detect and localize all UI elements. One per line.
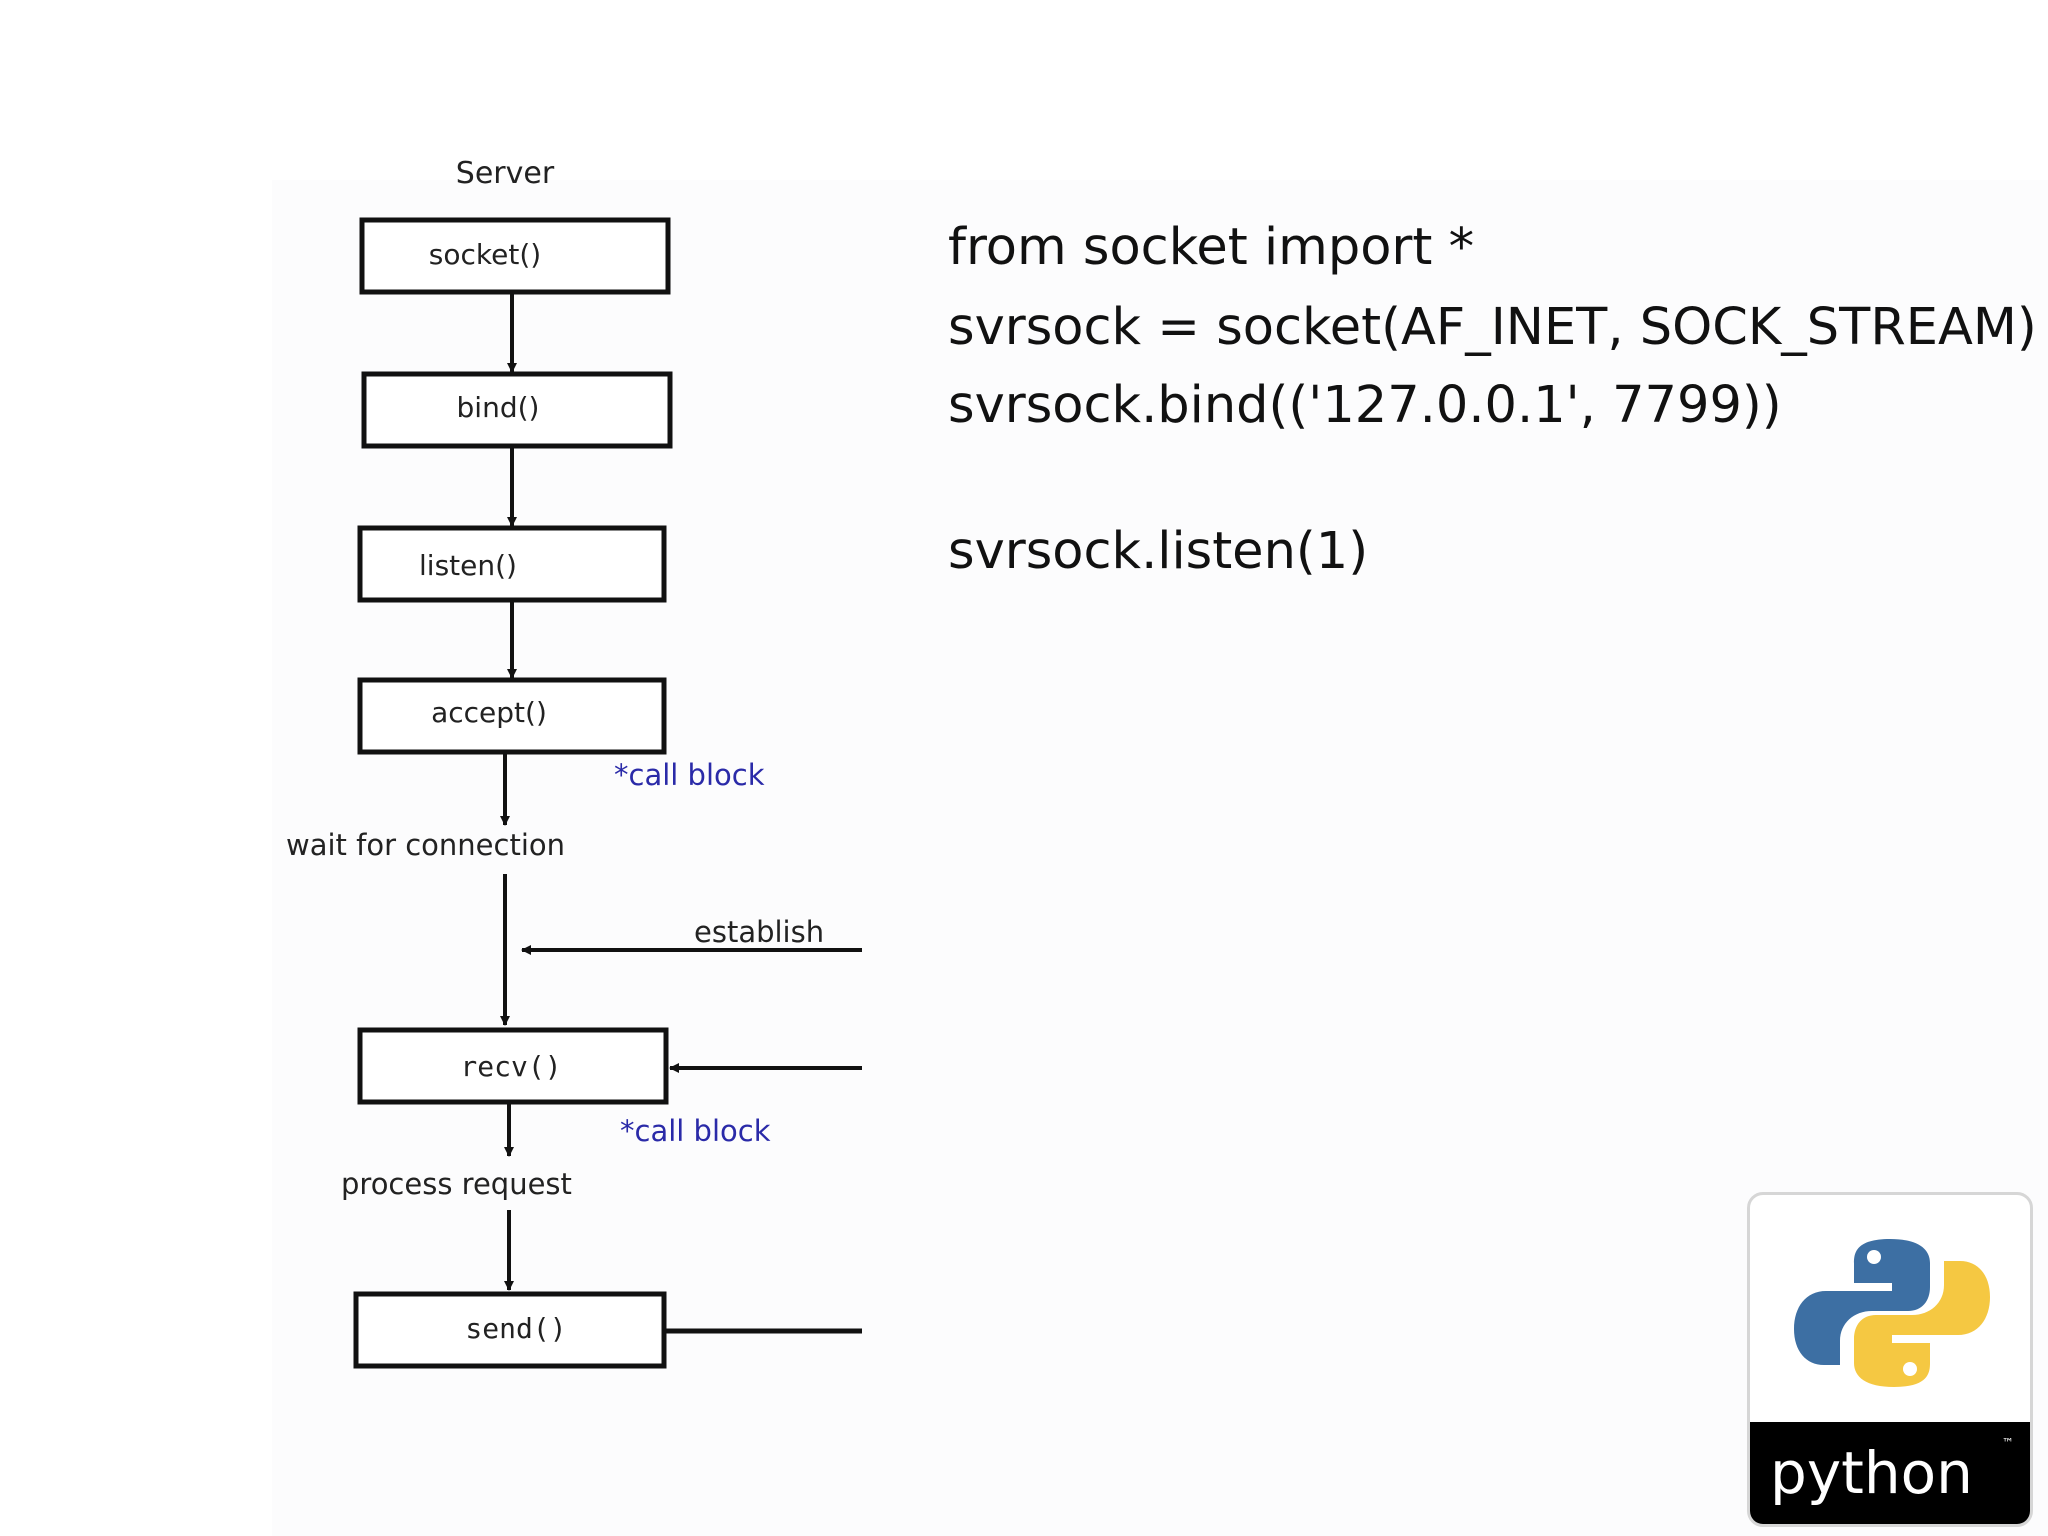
recv-box [357, 1027, 669, 1105]
listen-label: listen() [419, 549, 517, 582]
accept-call-block-note: *call block [614, 758, 765, 792]
code-line-bind: svrsock.bind(('127.0.0.1', 7799)) [948, 376, 1782, 435]
recv-call-block-note: *call block [620, 1114, 771, 1148]
python-snakes-icon [1794, 1239, 1990, 1387]
wait-for-connection-label: wait for connection [286, 828, 565, 862]
accept-box [357, 677, 667, 755]
socket-label: socket() [429, 238, 541, 271]
code-line-socket: svrsock = socket(AF_INET, SOCK_STREAM) [948, 298, 2037, 357]
process-request-label: process request [341, 1167, 572, 1201]
python-logo: python ™ [1747, 1192, 2033, 1527]
python-logo-band: python ™ [1750, 1422, 2030, 1524]
socket-box [359, 217, 671, 295]
send-label: send() [465, 1312, 566, 1345]
python-trademark: ™ [2002, 1436, 2014, 1450]
server-header: Server [456, 156, 555, 191]
python-wordmark: python [1770, 1439, 1973, 1507]
accept-label: accept() [431, 696, 547, 729]
recv-label: recv() [460, 1050, 561, 1083]
code-line-listen: svrsock.listen(1) [948, 522, 1369, 581]
establish-label: establish [694, 915, 824, 949]
bind-label: bind() [457, 391, 540, 424]
code-line-import: from socket import * [948, 218, 1475, 277]
listen-box [357, 525, 667, 603]
bind-box [361, 371, 673, 449]
